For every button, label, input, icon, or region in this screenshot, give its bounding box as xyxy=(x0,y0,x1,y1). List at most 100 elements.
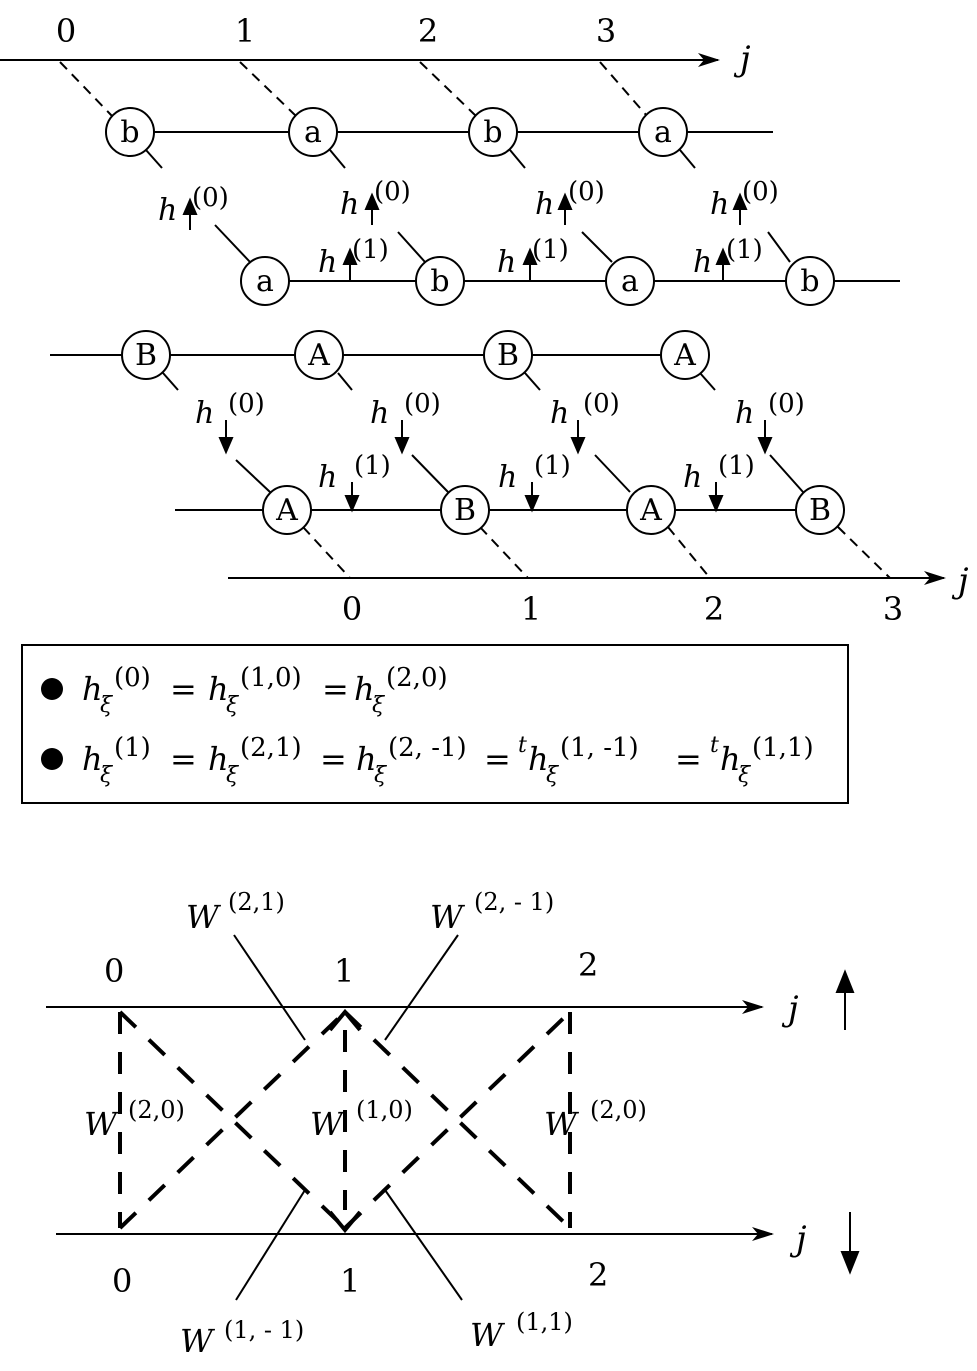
h-sup: (1) xyxy=(718,451,755,481)
legend-xi: ξ xyxy=(100,693,114,718)
legend-h: h xyxy=(82,670,103,708)
node-r4-0 xyxy=(262,485,312,535)
legend-eq: = xyxy=(484,740,511,778)
legend-xi: ξ xyxy=(100,763,114,788)
node-label: b xyxy=(120,115,139,150)
w-sup: (2, - 1) xyxy=(474,888,554,916)
h-label: h xyxy=(683,460,702,495)
dashed-bottom-connectors xyxy=(302,526,891,579)
legend-eq: = xyxy=(170,670,197,708)
node-r4-2 xyxy=(626,485,676,535)
w-label: W xyxy=(180,1322,216,1360)
h-sup: (0) xyxy=(404,389,441,419)
legend-eq: = xyxy=(322,670,349,708)
h-sup: (1) xyxy=(532,235,569,265)
node-r4-3 xyxy=(795,485,845,535)
up-head-icon xyxy=(328,1008,362,1032)
w-sup: (2,0) xyxy=(590,1096,647,1124)
bottom-tick-label: 0 xyxy=(342,590,362,628)
up-arrow-marks xyxy=(182,192,748,281)
node-label: a xyxy=(654,115,672,150)
node-label: a xyxy=(304,115,322,150)
h-label: h xyxy=(158,193,177,228)
w-label: W xyxy=(186,898,222,936)
h-label: h xyxy=(693,245,712,280)
w-sup: (1, - 1) xyxy=(224,1316,304,1344)
w-label: W xyxy=(470,1316,506,1354)
bottom-axis-label: j xyxy=(951,561,969,601)
legend-xi: ξ xyxy=(738,763,752,788)
w-sup: (1,0) xyxy=(356,1096,413,1124)
node-label: A xyxy=(673,338,696,373)
legend-eq: = xyxy=(675,740,702,778)
node-label: B xyxy=(497,338,519,373)
down-head-icon xyxy=(328,1210,362,1234)
bottom-tick-label: 3 xyxy=(883,590,903,628)
legend-sup: (2,1) xyxy=(240,733,302,763)
upper-axis-label: j xyxy=(781,989,799,1029)
legend-t: t xyxy=(710,733,719,758)
bullet-icon xyxy=(41,748,63,770)
h-sup: (0) xyxy=(374,177,411,207)
w2m1-leader xyxy=(384,934,459,1041)
h-label: h xyxy=(735,396,754,431)
h-label: h xyxy=(710,187,729,222)
legend-eq: = xyxy=(170,740,197,778)
h-label: h xyxy=(318,460,337,495)
upper-tick-label: 1 xyxy=(334,952,354,990)
h-sup: (1) xyxy=(726,235,763,265)
node-label: a xyxy=(256,264,274,299)
h-label: h xyxy=(318,245,337,280)
lower-tick-label: 0 xyxy=(112,1262,132,1300)
legend-h: h xyxy=(354,670,375,708)
nodes xyxy=(105,107,845,535)
down-arrow-marks xyxy=(218,420,773,513)
top-axis-label: j xyxy=(733,39,751,79)
h-label: h xyxy=(340,187,359,222)
node-label: a xyxy=(621,264,639,299)
legend-box xyxy=(21,644,849,804)
w1m1-leader xyxy=(235,1189,306,1301)
node-label: B xyxy=(135,338,157,373)
h-label: h xyxy=(550,396,569,431)
node-label: A xyxy=(275,493,298,528)
node-r1-3 xyxy=(638,107,688,157)
legend-t: t xyxy=(518,733,527,758)
lower-tick-label: 1 xyxy=(340,1262,360,1300)
w11-leader xyxy=(384,1189,463,1301)
w-sup: (2,0) xyxy=(128,1096,185,1124)
legend-h: h xyxy=(528,740,549,778)
legend-xi: ξ xyxy=(374,763,388,788)
node-r2-1 xyxy=(415,256,465,306)
node-r1-1 xyxy=(288,107,338,157)
legend-xi: ξ xyxy=(546,763,560,788)
bottom-tick-label: 2 xyxy=(704,590,724,628)
h-label: h xyxy=(370,396,389,431)
w-label: W xyxy=(310,1105,346,1143)
legend-sup: (1,1) xyxy=(752,733,814,763)
node-r1-2 xyxy=(468,107,518,157)
h-label: h xyxy=(195,396,214,431)
legend-eq: = xyxy=(320,740,347,778)
h-sup: (0) xyxy=(742,177,779,207)
node-r3-2 xyxy=(483,330,533,380)
node-r2-2 xyxy=(605,256,655,306)
node-label: A xyxy=(307,338,330,373)
h-sup: (1) xyxy=(352,235,389,265)
top-tick-label: 2 xyxy=(418,12,438,50)
node-r2-0 xyxy=(240,256,290,306)
upper-tick-label: 2 xyxy=(578,946,598,984)
legend-h: h xyxy=(208,740,229,778)
lower-axis-label: j xyxy=(789,1219,807,1259)
h-sup: (0) xyxy=(228,389,265,419)
h-label: h xyxy=(497,245,516,280)
lower-tick-label: 2 xyxy=(588,1256,608,1294)
top-tick-label: 0 xyxy=(56,12,76,50)
legend-sup: (1,0) xyxy=(240,663,302,693)
node-label: B xyxy=(454,493,476,528)
row1-row2-links xyxy=(145,149,791,263)
legend-xi: ξ xyxy=(372,693,386,718)
dashed-top-connectors xyxy=(59,61,648,117)
node-r2-3 xyxy=(785,256,835,306)
